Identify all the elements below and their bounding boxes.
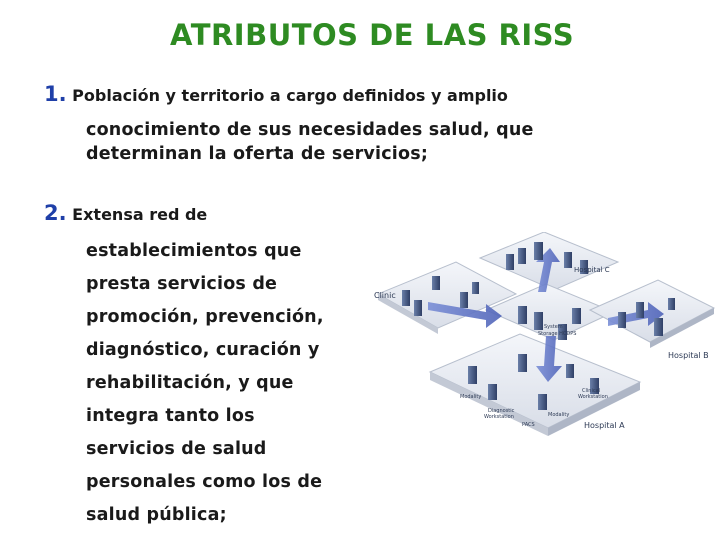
label-hospital-c: Hospital C <box>574 266 610 274</box>
item-2-line-3: presta servicios de <box>86 274 278 294</box>
label-clinical-2: Workstation <box>578 394 608 400</box>
item-1-number: 1. <box>44 82 67 106</box>
slide-title: ATRIBUTOS DE LAS RISS <box>170 18 575 52</box>
item-2-line-10: salud pública; <box>86 505 227 525</box>
hospital-c-servers <box>506 242 588 274</box>
hospital-b-servers <box>618 298 675 336</box>
item-1-line-1: Población y territorio a cargo definidos… <box>72 86 508 105</box>
item-2-line-9: personales como los de <box>86 472 323 492</box>
hospital-a-servers <box>468 354 599 410</box>
item-2-line-4: promoción, prevención, <box>86 307 324 327</box>
label-center-bottom: Storage HCDPS <box>538 331 576 337</box>
label-diag-2: Workstation <box>484 414 514 420</box>
clinic-servers <box>402 276 479 316</box>
item-1-first-line: 1. Población y territorio a cargo defini… <box>44 82 508 106</box>
label-pacs: PACS <box>522 422 535 428</box>
item-2-line-5: diagnóstico, curación y <box>86 340 320 360</box>
item-1-line-2: conocimiento de sus necesidades salud, q… <box>86 120 534 140</box>
label-clinic: Clinic <box>374 291 396 300</box>
center-servers <box>518 306 581 340</box>
label-hospital-b: Hospital B <box>668 351 709 360</box>
clinic-platform <box>376 261 518 329</box>
hospital-a-platform <box>428 333 642 429</box>
label-modality-right: Modality <box>548 412 569 418</box>
item-2-line-6: rehabilitación, y que <box>86 373 294 393</box>
label-hospital-a: Hospital A <box>584 421 625 430</box>
label-diag-1: Diagnostic <box>488 408 515 414</box>
item-1-line-3: determinan la oferta de servicios; <box>86 144 429 164</box>
label-modality-left: Modality <box>460 394 481 400</box>
item-2-line-1: Extensa red de <box>72 205 208 224</box>
item-2-line-7: integra tanto los <box>86 406 255 426</box>
item-2-line-2: establecimientos que <box>86 241 302 261</box>
label-center-top: System <box>544 324 563 330</box>
arrow-south <box>536 336 562 382</box>
label-clinical-1: Clinical <box>582 388 600 394</box>
arrow-west <box>428 302 502 328</box>
item-2-line-8: servicios de salud <box>86 439 267 459</box>
riss-network-diagram: Hospital C Clinic Hospital B Hospital A … <box>368 232 716 444</box>
item-2-number: 2. <box>44 201 67 225</box>
item-2-first-line: 2. Extensa red de <box>44 201 207 225</box>
